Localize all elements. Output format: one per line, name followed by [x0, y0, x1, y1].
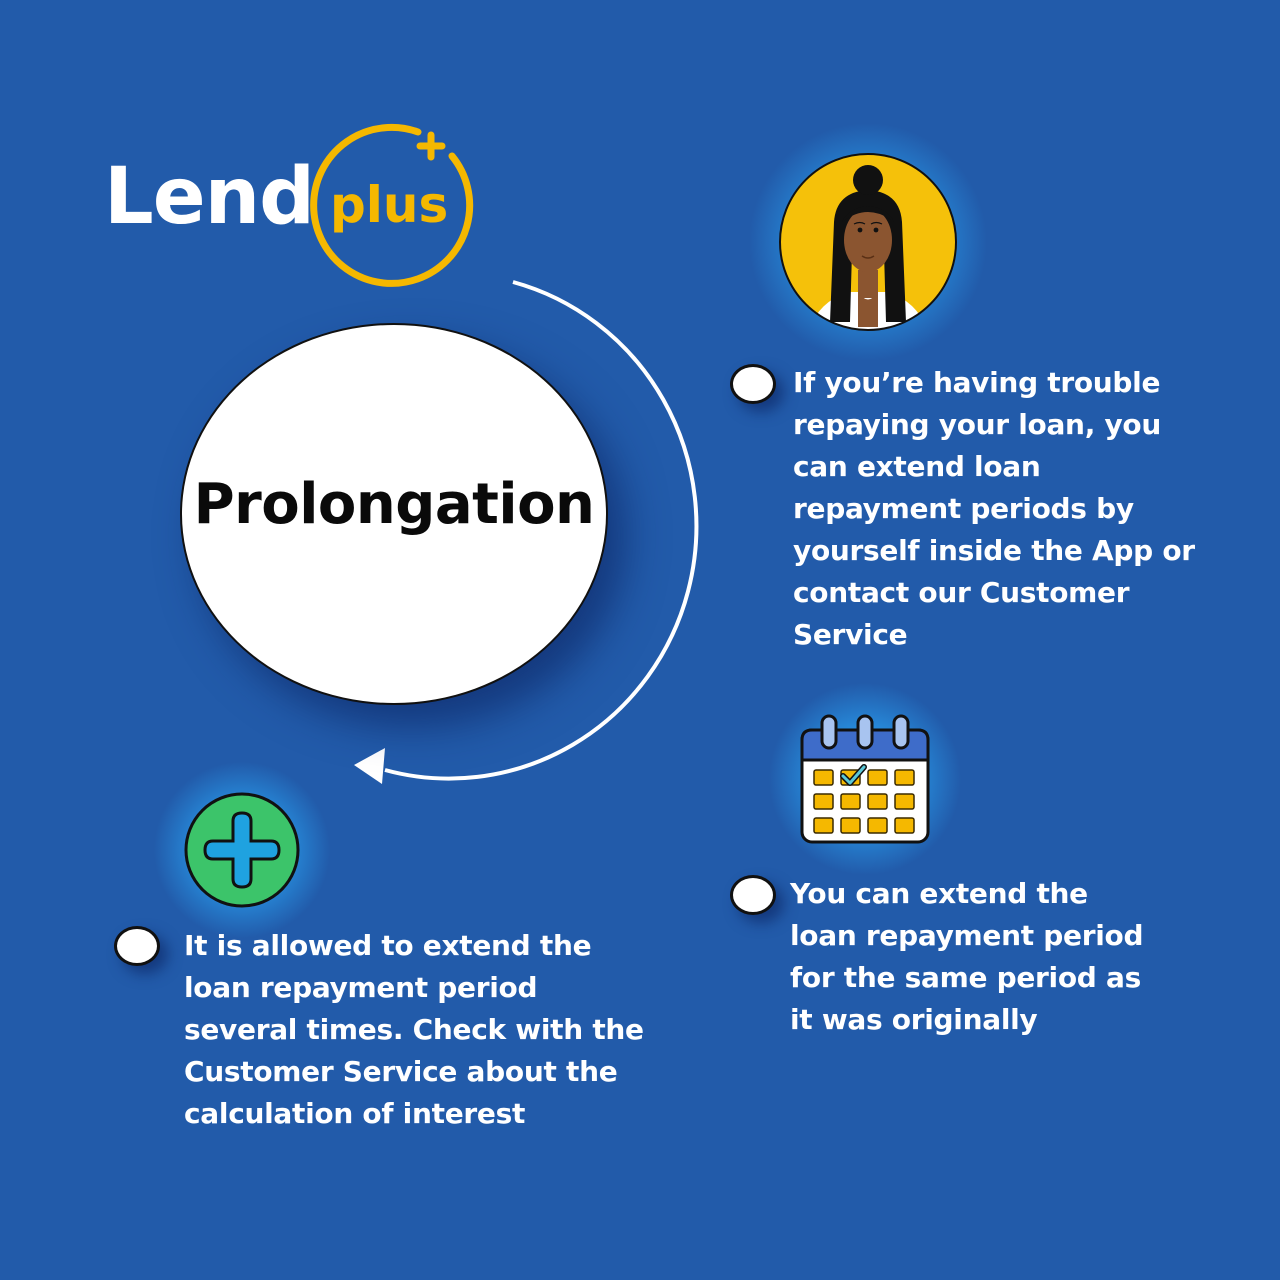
bullet-marker [730, 875, 776, 915]
bullet-marker [730, 364, 776, 404]
bullet-line: it was originally [790, 1003, 1038, 1036]
bullet-line: You can extend the [790, 877, 1088, 910]
bullet-line: Customer Service about the [184, 1055, 618, 1088]
bullet-line: yourself inside the App or [793, 534, 1195, 567]
bullet-line: several times. Check with the [184, 1013, 644, 1046]
circular-arrow-icon [354, 280, 699, 784]
woman-avatar-icon [779, 153, 957, 331]
plus-circle-icon [184, 792, 300, 908]
bullet-same-period: You can extend the loan repayment period… [790, 873, 1190, 1041]
calendar-icon-wrap [768, 682, 962, 876]
bullet-line: loan repayment period [184, 971, 538, 1004]
bullet-line: loan repayment period [790, 919, 1144, 952]
page-title: Prolongation [193, 471, 595, 537]
bullet-marker [114, 926, 160, 966]
bullet-line: If you’re having trouble [793, 366, 1161, 399]
calendar-check-icon [800, 714, 930, 844]
bullet-line: repayment periods by [793, 492, 1134, 525]
logo-ring-plus-icon [310, 123, 474, 287]
bullet-line: for the same period as [790, 961, 1141, 994]
bullet-line: contact our Customer [793, 576, 1130, 609]
plus-icon-wrap [153, 761, 331, 939]
logo-wordmark-lend: Lend [104, 152, 315, 242]
title-circle: Prolongation [180, 323, 608, 705]
bullet-line: repaying your loan, you [793, 408, 1161, 441]
logo-wordmark-plus: plus [330, 176, 449, 234]
bullet-line: Service [793, 618, 908, 651]
bullet-line: can extend loan [793, 450, 1041, 483]
bullet-several-times: It is allowed to extend the loan repayme… [184, 925, 684, 1135]
bullet-self-service: If you’re having trouble repaying your l… [793, 362, 1233, 656]
avatar [748, 122, 988, 362]
bullet-line: calculation of interest [184, 1097, 526, 1130]
